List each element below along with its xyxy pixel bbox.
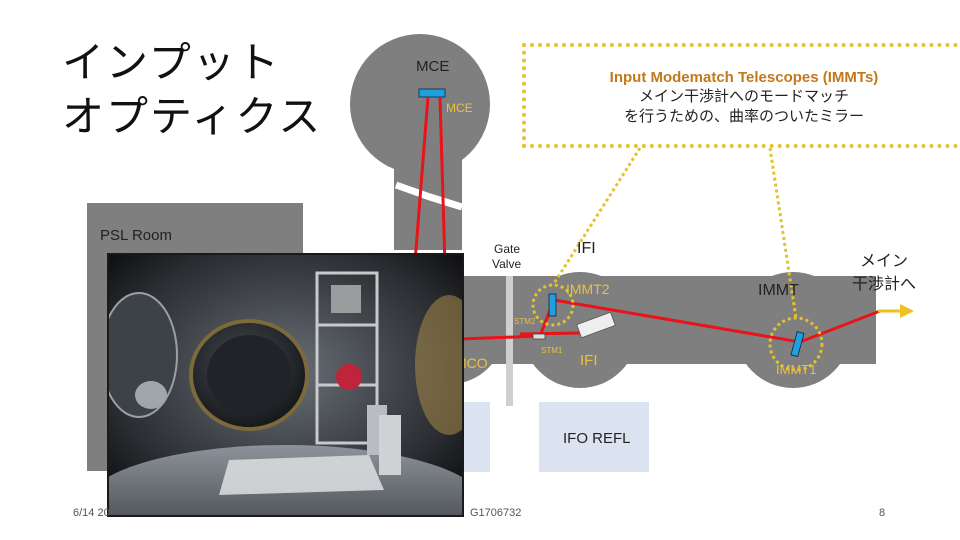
immt-chamber: [735, 272, 851, 388]
ifi-isolator: [576, 311, 616, 339]
beam-immt2-immt1: [553, 298, 801, 344]
footer-date: 6/14 20: [73, 507, 110, 519]
immt2-highlight: [531, 283, 575, 327]
immt1-label: IMMT1: [776, 362, 817, 377]
title-line-2: オプティクス: [62, 92, 323, 141]
immt-callout: Input Modematch Telescopes (IMMTs) メイン干渉…: [522, 43, 960, 148]
mce-small-label: MCE: [446, 101, 473, 115]
mce-mirror: [418, 88, 446, 98]
to-main-label-2: 干渉計へ: [852, 274, 917, 293]
gate-valve-label-1: Gate: [494, 242, 521, 256]
callout-heading: Input Modematch Telescopes (IMMTs): [609, 69, 879, 86]
chamber-photo: [107, 253, 464, 517]
footer-doc-id: G1706732: [470, 507, 522, 519]
to-main-label-1: メイン: [860, 251, 909, 270]
footer-page-number: 8: [879, 507, 886, 519]
immt2-mirror: [548, 293, 557, 317]
ifo-refl-label: IFO REFL: [563, 430, 631, 447]
mce-top-label: MCE: [416, 58, 450, 75]
chamber-photo-image: [109, 255, 462, 515]
ifo-refl-box: [539, 402, 649, 472]
leader-immt2: [551, 147, 642, 286]
stm1-label: STM1: [541, 346, 563, 355]
callout-line-2: を行うための、曲率のついたミラー: [623, 107, 864, 125]
ifi-bottom-label: IFI: [580, 352, 598, 369]
slide-title: インプット オプティクス: [62, 36, 322, 144]
output-arrow-head: [900, 304, 914, 318]
stm1-mirror: [532, 333, 546, 340]
tube-bend: [394, 181, 464, 211]
mce-chamber: [350, 34, 490, 174]
immt1-highlight: [768, 316, 824, 372]
callout-line-1: メイン干渉計へのモードマッチ: [638, 87, 849, 105]
stm2-label: STM2: [514, 317, 536, 326]
beam-immt1-out: [799, 309, 881, 344]
gate-valve: [506, 276, 513, 406]
leader-immt1: [768, 147, 798, 319]
gate-valve-label-2: Valve: [492, 257, 522, 271]
psl-room-label: PSL Room: [100, 227, 172, 244]
title-line-1: インプット: [62, 38, 281, 87]
ifi-top-label: IFI: [577, 240, 596, 257]
immt1-mirror: [790, 331, 805, 358]
beam-ifi: [519, 331, 581, 336]
immt-label: IMMT: [758, 282, 799, 299]
immt2-label: IMMT2: [566, 281, 610, 297]
